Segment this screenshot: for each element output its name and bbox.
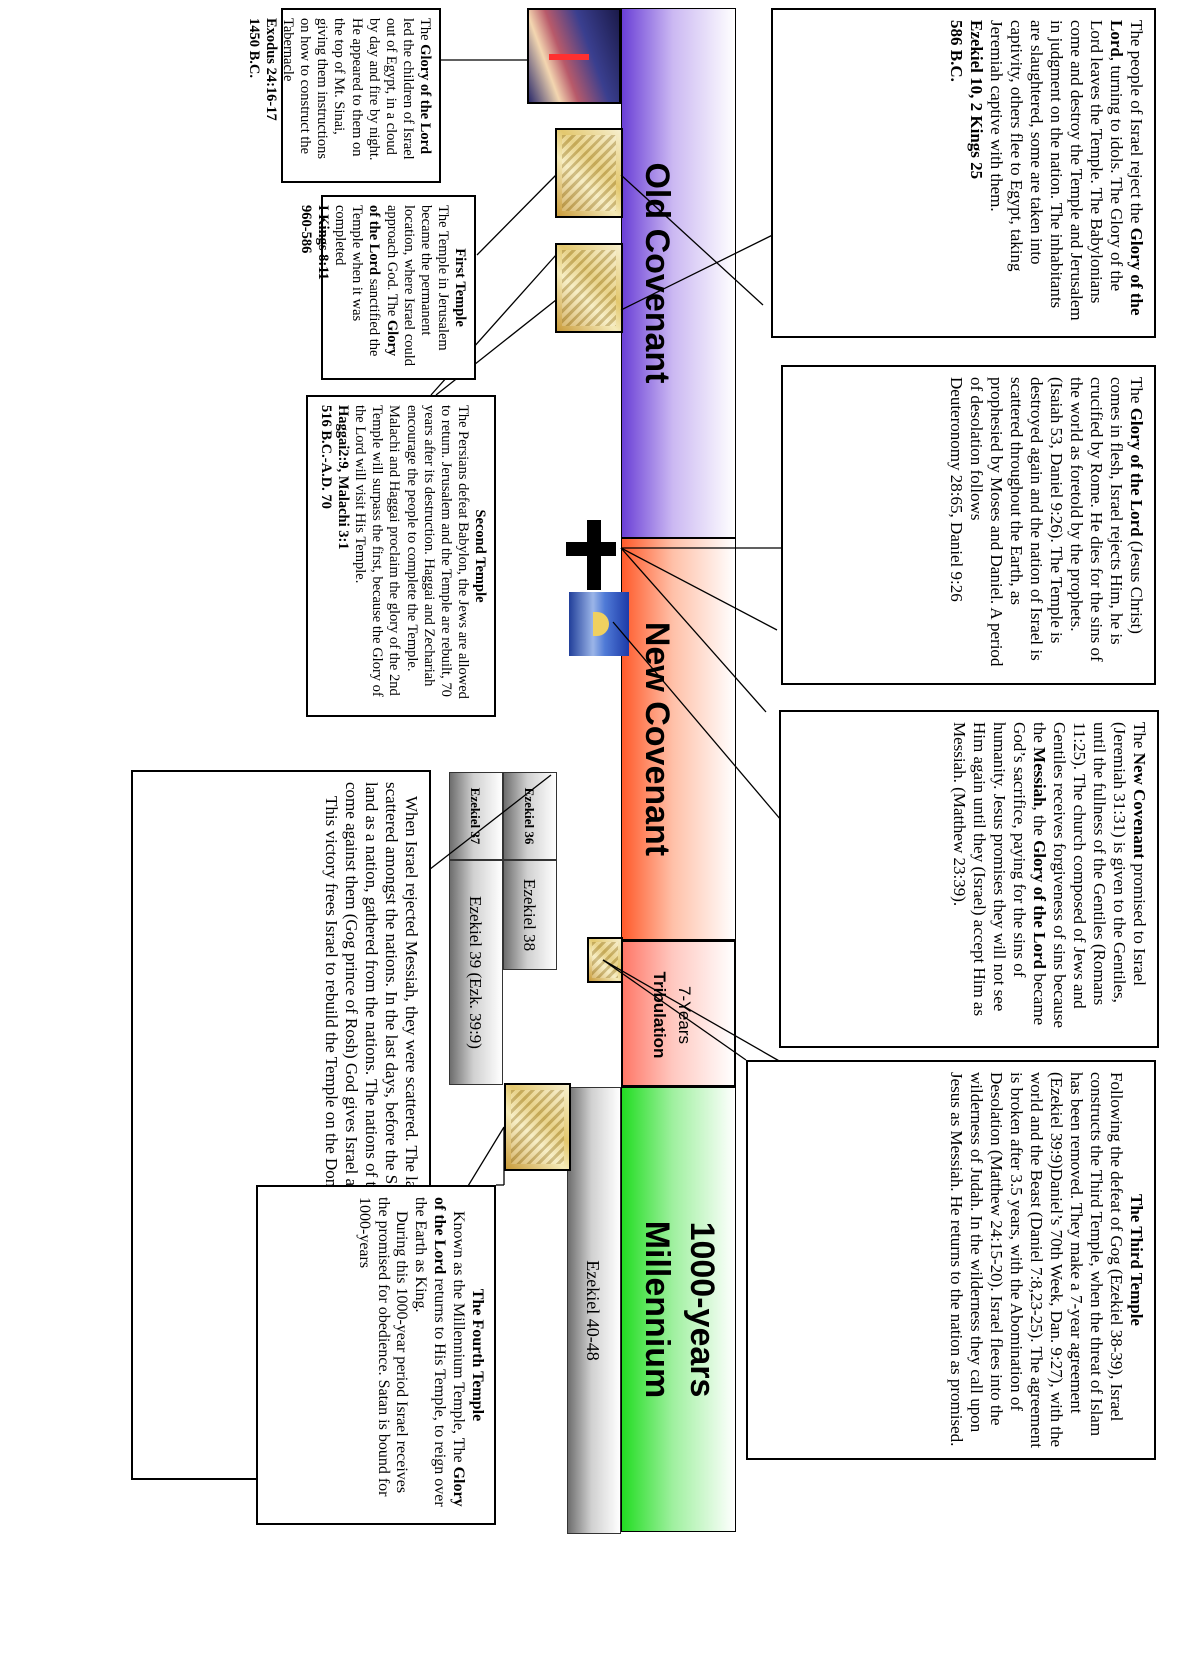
- exodus-glory-ref: Exodus 24:16-17: [263, 18, 280, 121]
- new-covenant-box: The New Covenant promised to Israel (Jer…: [779, 710, 1159, 1048]
- fourth-temple-text-2: During this 1000-year period Israel rece…: [355, 1197, 411, 1497]
- first-temple-title: First Temple: [452, 248, 468, 327]
- second-temple-text: The Persians defeat Babylon, the Jews ar…: [352, 405, 471, 699]
- exodus-glory-date: 1450 B.C.: [245, 18, 262, 79]
- fourth-temple-title: The Fourth Temple: [469, 1288, 486, 1422]
- babylonian-exile-date: 586 B.C.: [946, 20, 966, 82]
- third-temple-text: Following the defeat of Gog (Ezekiel 38-…: [946, 1072, 1126, 1448]
- babylonian-exile-box: The people of Israel reject the Glory of…: [771, 8, 1156, 338]
- second-temple-box: Second Temple The Persians defeat Babylo…: [306, 395, 496, 717]
- second-temple-date: 516 B.C.-A.D. 70: [318, 405, 335, 509]
- christ-glory-box: The Glory of the Lord (Jesus Christ) com…: [781, 365, 1156, 685]
- first-temple-ref: I Kings 8:11: [315, 205, 332, 280]
- first-temple-date: 960-586: [298, 205, 315, 254]
- third-temple-title: The Third Temple: [1127, 1194, 1146, 1326]
- new-covenant-text: The New Covenant promised to Israel (Jer…: [949, 722, 1149, 1029]
- fourth-temple-box: The Fourth Temple Known as the Millenniu…: [256, 1185, 496, 1525]
- exodus-glory-box: The Glory of the Lord led the children o…: [246, 8, 441, 183]
- third-temple-box: The Third Temple Following the defeat of…: [746, 1060, 1156, 1460]
- babylonian-exile-ref: Ezekiel 10, 2 Kings 25: [966, 20, 986, 180]
- fourth-temple-text: Known as the Millennium Temple, The Glor…: [412, 1197, 468, 1507]
- babylonian-exile-text: The people of Israel reject the Glory of…: [986, 20, 1146, 321]
- first-temple-text: The Temple in Jerusalem became the perma…: [332, 205, 451, 367]
- second-temple-title: Second Temple: [472, 509, 488, 603]
- first-temple-box: First Temple The Temple in Jerusalem bec…: [298, 195, 476, 380]
- second-temple-ref: Haggai2:9, Malachi 3:1: [335, 405, 352, 550]
- christ-glory-ref: Deuteronomy 28:65, Daniel 9:26: [946, 377, 966, 602]
- christ-glory-text: The Glory of the Lord (Jesus Christ) com…: [966, 377, 1146, 667]
- exodus-glory-text: The Glory of the Lord led the children o…: [280, 18, 433, 161]
